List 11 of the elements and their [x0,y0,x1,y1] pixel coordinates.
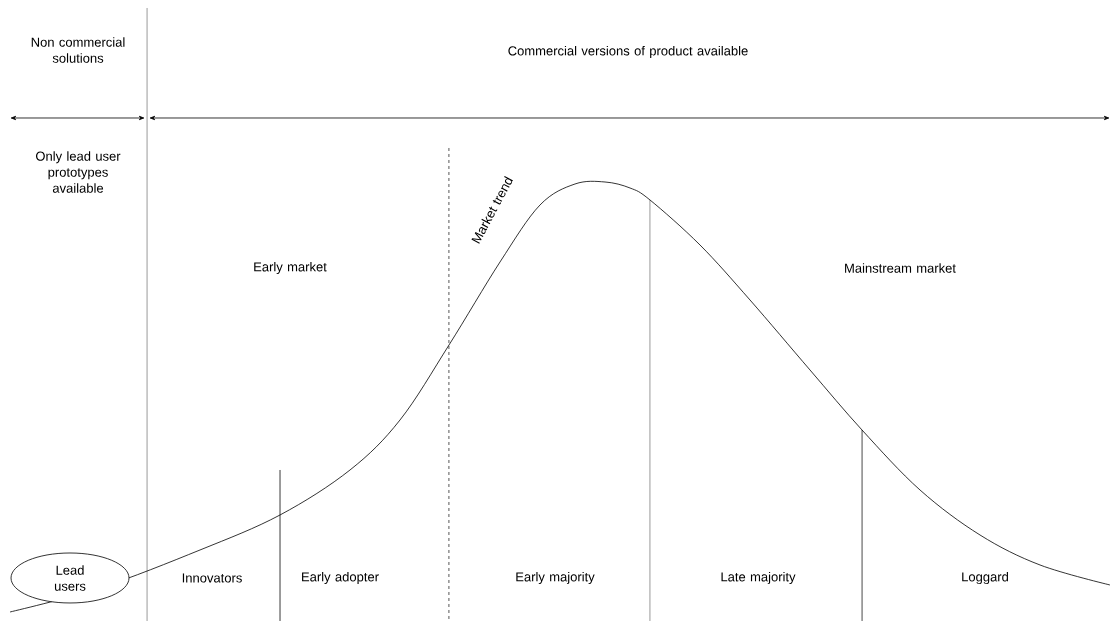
note-text: Only lead user prototypes available [36,151,121,193]
ellipse-node: Lead users [10,552,130,604]
section-heading: Non commercial solutions [31,37,125,63]
segment-label: Late majority [721,571,796,585]
segment-label: Early majority [516,571,595,585]
segment-label: Innovators [182,573,242,583]
region-label: Mainstream market [845,263,956,273]
segment-label: Loggard [962,571,1008,585]
region-label: Early market [254,261,327,275]
segment-label: Early adopter [302,571,379,585]
section-heading: Commercial versions of product available [508,45,748,59]
